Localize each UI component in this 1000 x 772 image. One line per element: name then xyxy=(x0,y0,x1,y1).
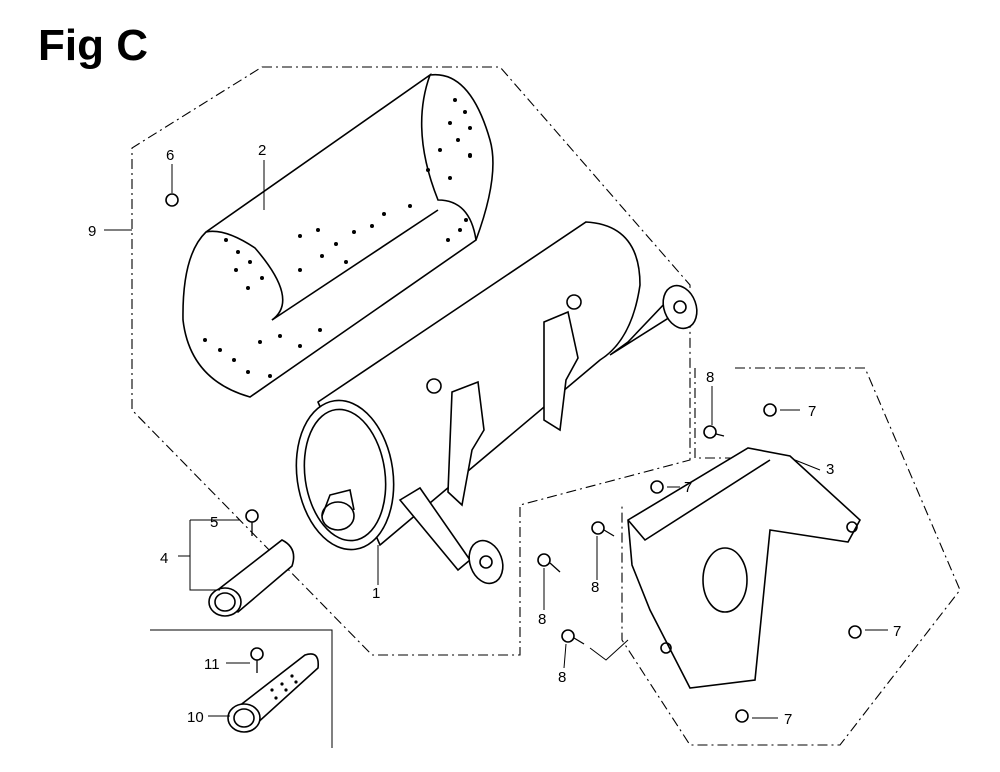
callout-2: 2 xyxy=(258,142,266,159)
tail-pipe-screw xyxy=(245,509,259,536)
callout-8-d: 8 xyxy=(558,669,566,686)
callout-3: 3 xyxy=(826,461,834,478)
callout-7-b: 7 xyxy=(684,479,692,496)
callout-7-c: 7 xyxy=(893,623,901,640)
leader-lines xyxy=(104,160,888,719)
callout-9: 9 xyxy=(88,223,96,240)
bolt-8-d xyxy=(561,629,585,645)
bolt-8-a xyxy=(703,425,725,439)
figure-title: Fig C xyxy=(38,21,148,70)
bolt-8-b xyxy=(591,521,615,537)
bolt-subgroup-outline xyxy=(694,368,735,459)
flange-nut-6 xyxy=(165,193,179,207)
callout-6: 6 xyxy=(166,147,174,164)
bracket-group-outline xyxy=(621,367,961,746)
spark-arrester xyxy=(227,653,320,733)
alt-part-separator xyxy=(150,629,333,748)
callout-7-d: 7 xyxy=(784,711,792,728)
tail-pipe xyxy=(208,539,295,617)
muffler-assembly-group-outline xyxy=(131,66,691,656)
mounting-bracket xyxy=(627,447,862,689)
nut-7-a xyxy=(763,403,777,417)
callout-1: 1 xyxy=(372,585,380,602)
callout-5: 5 xyxy=(210,514,218,531)
callout-8-c: 8 xyxy=(538,611,546,628)
nut-7-c xyxy=(848,625,862,639)
callout-7-a: 7 xyxy=(808,403,816,420)
callout-4: 4 xyxy=(160,550,168,567)
nut-7-d xyxy=(735,709,749,723)
muffler xyxy=(295,221,698,585)
callout-11: 11 xyxy=(204,656,220,673)
callout-10: 10 xyxy=(187,709,204,726)
spark-arrester-screw xyxy=(250,647,264,673)
callout-8-b: 8 xyxy=(591,579,599,596)
bolt-8-c xyxy=(537,553,561,573)
heat-shield xyxy=(182,72,494,398)
callout-8-a: 8 xyxy=(706,369,714,386)
nut-7-b xyxy=(650,480,664,494)
